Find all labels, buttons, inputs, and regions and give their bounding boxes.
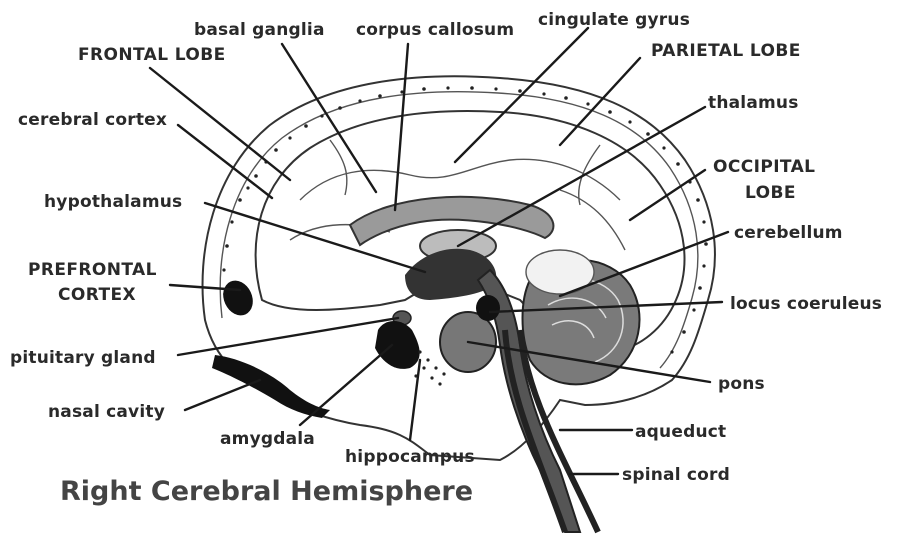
nasal-cavity-shape <box>212 355 330 418</box>
label-spinal-cord: spinal cord <box>622 465 730 485</box>
label-amygdala: amygdala <box>220 429 315 449</box>
label-prefrontal-cortex-line2: CORTEX <box>58 285 136 305</box>
label-prefrontal-cortex-line1: PREFRONTAL <box>28 260 157 280</box>
prefrontal-shape <box>218 276 259 320</box>
label-hypothalamus: hypothalamus <box>44 192 182 212</box>
locus-coeruleus-shape <box>476 295 500 321</box>
diagram-title: Right Cerebral Hemisphere <box>60 476 473 507</box>
label-aqueduct: aqueduct <box>635 422 726 442</box>
label-pons: pons <box>718 374 765 394</box>
cerebellum-shape <box>523 250 640 384</box>
label-occipital-lobe-line1: OCCIPITAL <box>713 157 815 177</box>
label-parietal-lobe: PARIETAL LOBE <box>651 41 801 61</box>
label-pituitary-gland: pituitary gland <box>10 348 156 368</box>
label-thalamus: thalamus <box>708 93 799 113</box>
label-basal-ganglia: basal ganglia <box>194 20 325 40</box>
label-hippocampus: hippocampus <box>345 447 475 467</box>
label-frontal-lobe: FRONTAL LOBE <box>78 45 226 65</box>
amygdala-shape <box>375 321 420 369</box>
label-nasal-cavity: nasal cavity <box>48 402 165 422</box>
label-corpus-callosum: corpus callosum <box>356 20 514 40</box>
label-occipital-lobe-line2: LOBE <box>745 183 796 203</box>
hypothalamus-shape <box>405 249 496 300</box>
label-cingulate-gyrus: cingulate gyrus <box>538 10 690 30</box>
label-locus-coeruleus: locus coeruleus <box>730 294 882 314</box>
label-cerebellum: cerebellum <box>734 223 843 243</box>
label-cerebral-cortex: cerebral cortex <box>18 110 167 130</box>
